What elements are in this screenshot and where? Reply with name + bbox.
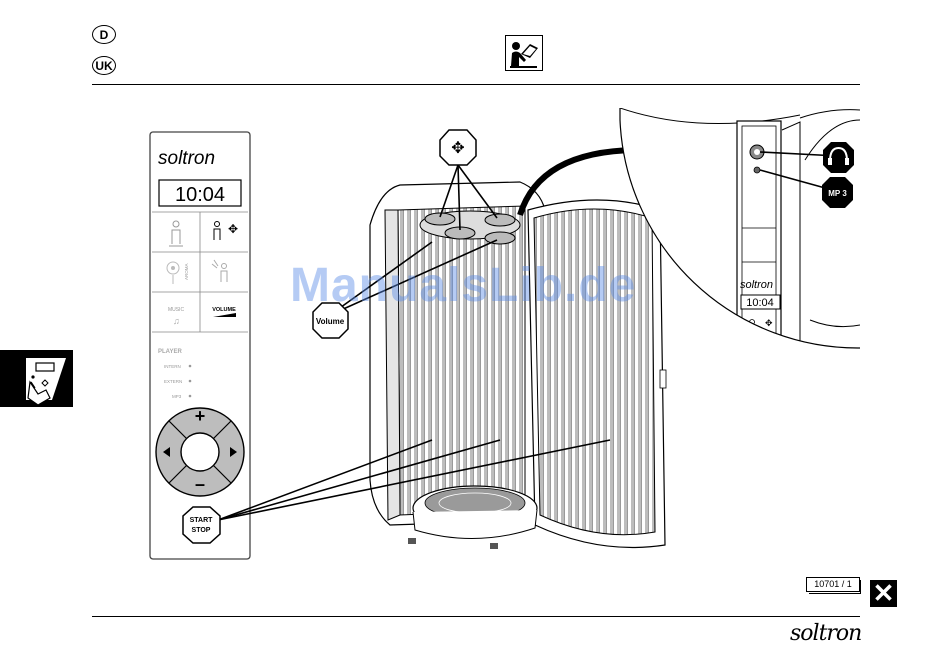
document-number: 10701 / 1 bbox=[806, 577, 860, 592]
music-button-label: MUSIC bbox=[168, 307, 185, 313]
watermark: ManualsLib.de bbox=[290, 258, 636, 313]
player-title: PLAYER bbox=[158, 349, 182, 355]
start-label: START bbox=[190, 517, 214, 524]
footer-brand-logo: soltron bbox=[790, 621, 861, 646]
music-note-icon: ♫ bbox=[173, 316, 180, 326]
headphones-badge bbox=[823, 142, 854, 173]
fan-icon: ✥ bbox=[451, 140, 464, 157]
footer-divider bbox=[92, 616, 860, 617]
tanning-booth bbox=[370, 182, 666, 549]
volume-callout-label: Volume bbox=[316, 317, 345, 326]
mp3-badge: MP 3 bbox=[822, 177, 853, 208]
inset-display: 10:04 bbox=[746, 297, 774, 309]
minus-button: – bbox=[195, 474, 205, 494]
inset-brand-logo: soltron bbox=[740, 279, 773, 291]
panel-display: 10:04 bbox=[175, 184, 225, 206]
player-option-extern: EXTERN bbox=[164, 379, 182, 384]
svg-text:AROMA: AROMA bbox=[184, 263, 189, 280]
close-icon[interactable]: ✕ bbox=[870, 580, 897, 607]
control-panel: soltron 10:04 ✥ AROMA M bbox=[150, 132, 250, 559]
inset-fan-icon: ✥ bbox=[765, 318, 773, 328]
mp3-badge-label: MP 3 bbox=[828, 189, 847, 198]
player-option-mp3: MP3 bbox=[172, 394, 182, 399]
plus-button: + bbox=[195, 406, 206, 426]
svg-text:✥: ✥ bbox=[228, 222, 238, 236]
stop-label: STOP bbox=[192, 527, 211, 534]
player-option-intern: INTERN bbox=[164, 364, 181, 369]
volume-button-label: VOLUME bbox=[212, 307, 236, 313]
panel-brand-logo: soltron bbox=[158, 148, 215, 169]
